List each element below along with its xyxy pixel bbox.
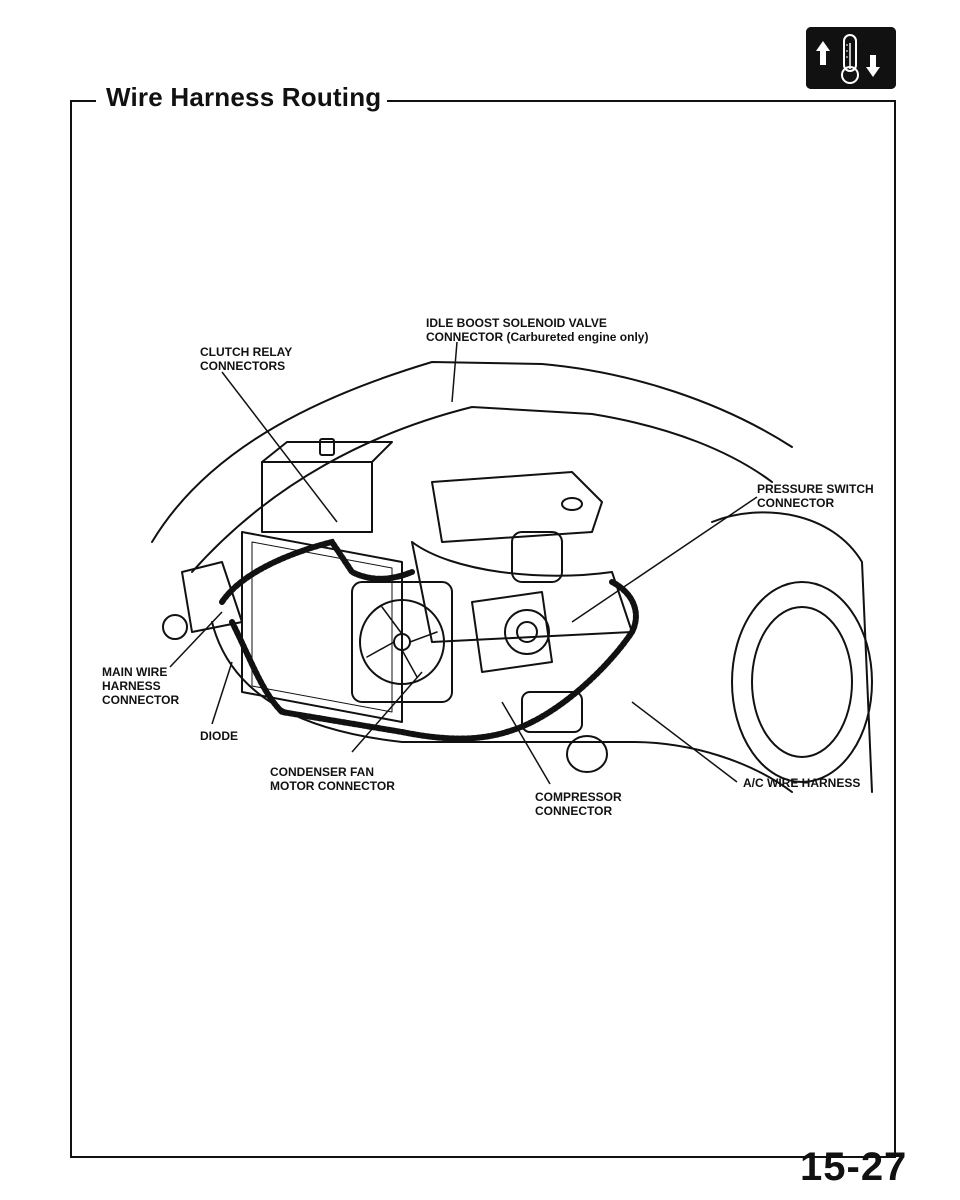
leader-condenser-fan bbox=[351, 671, 423, 753]
right-fender bbox=[711, 511, 873, 793]
section-badge bbox=[806, 27, 896, 89]
battery bbox=[261, 461, 373, 533]
leader-clutch-relay bbox=[221, 371, 338, 523]
condenser-fan-shroud bbox=[351, 581, 453, 703]
engine-block bbox=[411, 541, 633, 643]
callout-pressure-switch-connector: PRESSURE SWITCH CONNECTOR bbox=[757, 482, 874, 510]
content-frame bbox=[70, 100, 896, 1158]
front-bumper bbox=[211, 621, 793, 793]
leader-main-wire bbox=[169, 611, 223, 668]
callout-ac-wire-harness: A/C WIRE HARNESS bbox=[743, 776, 861, 790]
wheel bbox=[731, 581, 873, 783]
section-title: Wire Harness Routing bbox=[100, 82, 388, 113]
thermometer-up-down-icon bbox=[806, 27, 896, 89]
callout-main-wire-harness-connector: MAIN WIRE HARNESS CONNECTOR bbox=[102, 665, 180, 707]
air-cleaner bbox=[431, 471, 603, 543]
ac-wire-harness bbox=[529, 579, 639, 725]
leader-ac-harness bbox=[631, 701, 738, 783]
callout-diode: DIODE bbox=[200, 729, 239, 743]
callout-compressor-connector: COMPRESSOR CONNECTOR bbox=[535, 790, 622, 818]
compressor bbox=[471, 591, 553, 673]
hood-outline bbox=[151, 361, 793, 543]
leader-pressure-switch bbox=[571, 496, 758, 623]
page-number: 15-27 bbox=[800, 1145, 908, 1189]
callout-idle-boost-solenoid: IDLE BOOST SOLENOID VALVE CONNECTOR (Car… bbox=[426, 316, 649, 344]
leader-diode bbox=[211, 661, 233, 725]
engine-bay-diagram bbox=[151, 341, 873, 793]
main-wire-harness bbox=[219, 538, 415, 605]
callout-clutch-relay-connectors: CLUTCH RELAY CONNECTORS bbox=[200, 345, 293, 373]
leader-compressor bbox=[501, 701, 551, 785]
leader-idle-boost bbox=[451, 341, 458, 403]
callout-condenser-fan-motor-connector: CONDENSER FAN MOTOR CONNECTOR bbox=[270, 765, 395, 793]
condenser-fan bbox=[359, 599, 445, 685]
